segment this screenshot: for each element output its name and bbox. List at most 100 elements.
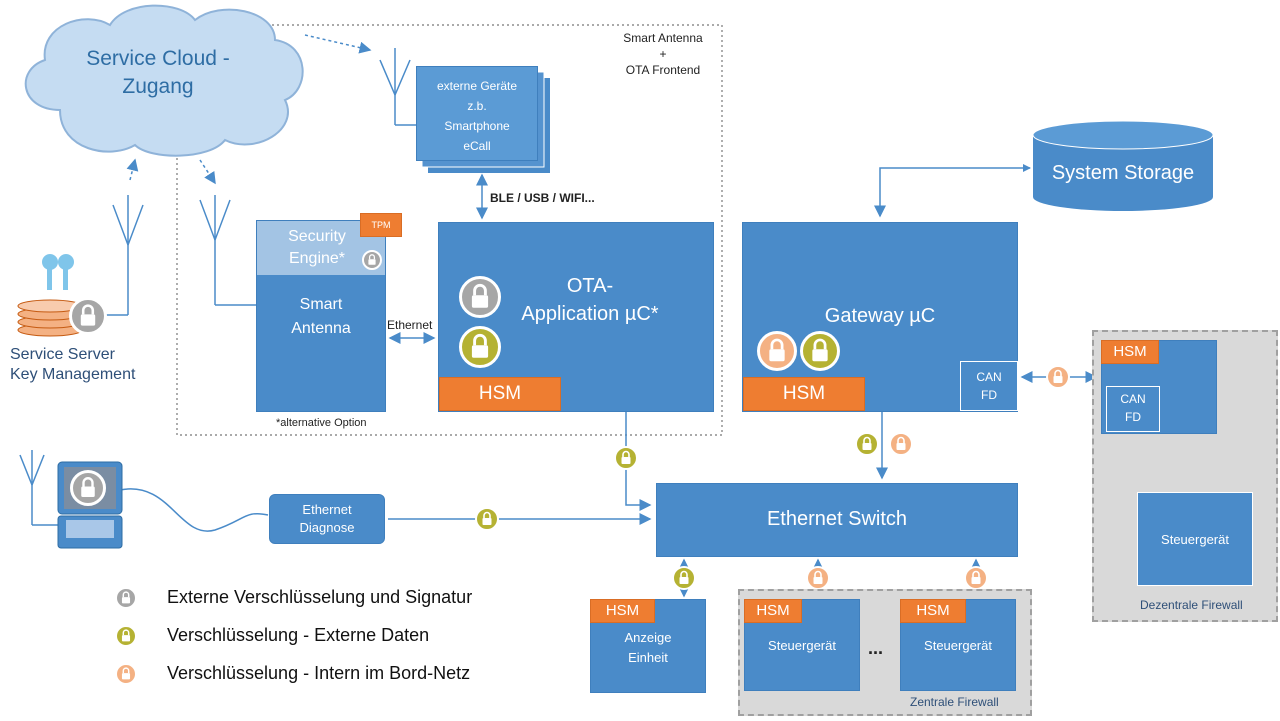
diagnose-label: Ethernet Diagnose — [269, 501, 385, 537]
lock-icon-ecu2-link — [964, 566, 988, 590]
ble-label: BLE / USB / WIFI... — [490, 191, 595, 205]
lock-icon-ota-link — [614, 446, 638, 470]
security-engine-label: Security Engine* — [262, 226, 372, 270]
ota-switch-arrow — [625, 412, 652, 511]
zentral-dots: ... — [868, 638, 884, 658]
lock-icon-canfd — [1046, 365, 1070, 389]
lock-icon-server — [69, 297, 107, 335]
external-devices-box — [416, 66, 538, 161]
cloud-arrow-to-antenna — [199, 159, 216, 185]
lock-icon-gw-link-data — [855, 432, 879, 456]
key-icon — [42, 254, 74, 290]
padlock-glyph — [621, 450, 631, 464]
smart-line-1: Smart — [299, 296, 343, 313]
zentral-ecu1-label: Steuergerät — [768, 638, 836, 653]
external-devices-label: externe Geräte z.b. Smartphone eCall — [416, 76, 538, 156]
system-storage-label: System Storage — [1051, 162, 1195, 184]
devices-line-3: Smartphone — [444, 119, 510, 133]
diagnose-line-2: Diagnose — [299, 520, 355, 535]
gateway-can-line-1: CAN — [976, 370, 1002, 384]
gateway-label: Gateway µC — [824, 305, 936, 327]
smart-line-2: Antenna — [291, 320, 351, 337]
lock-icon-gateway-internal — [757, 331, 797, 371]
server-label: Service Server Key Management — [10, 345, 135, 385]
frontend-label: Smart Antenna + OTA Frontend — [608, 30, 718, 78]
lock-icon-anzeige-link — [672, 566, 696, 590]
padlock-glyph — [80, 304, 96, 326]
legend-item-internal: Verschlüsselung - Intern im Bord-Netz — [115, 661, 595, 687]
antenna-icon-devices — [379, 48, 430, 126]
lock-icon-ecu1-link — [806, 566, 830, 590]
legend-lock-external-icon — [115, 587, 137, 609]
padlock-glyph — [862, 436, 872, 450]
padlock-glyph — [81, 477, 95, 497]
cloud-shape — [24, 4, 304, 157]
frontend-line-1: Smart Antenna — [623, 31, 703, 45]
zentral-hsm-1: HSM — [744, 599, 802, 623]
antenna-icon-laptop — [19, 450, 62, 526]
padlock-glyph — [679, 570, 689, 584]
security-line-1: Security — [288, 228, 346, 245]
dezentral-ecu-label: Steuergerät — [1161, 532, 1229, 547]
cloud-line-1: Service Cloud - — [86, 47, 230, 70]
lock-icon-ota-data — [459, 326, 501, 368]
zentral-hsm-2: HSM — [900, 599, 966, 623]
legend-label-internal: Verschlüsselung - Intern im Bord-Netz — [167, 663, 471, 683]
dezentral-can-line-2: FD — [1125, 410, 1141, 424]
security-line-2: Engine* — [288, 250, 346, 267]
ethernet-switch-box — [656, 483, 1018, 557]
gateway-canfd-label: CAN FD — [960, 368, 1018, 404]
frontend-line-3: OTA Frontend — [625, 63, 701, 77]
legend-label-external: Externe Verschlüsselung und Signatur — [167, 587, 473, 607]
padlock-glyph — [1053, 369, 1063, 383]
diagnose-cable — [119, 488, 269, 532]
padlock-glyph — [812, 338, 828, 362]
devices-line-2: z.b. — [467, 99, 487, 113]
frontend-line-2: + — [659, 47, 667, 61]
antenna-icon-server — [105, 195, 144, 316]
ota-line-2: Application µC* — [521, 303, 659, 325]
padlock-glyph — [121, 629, 131, 642]
lock-icon-gw-link-internal — [889, 432, 913, 456]
cloud-arrow-to-devices — [304, 34, 372, 54]
lock-icon-security — [362, 250, 382, 270]
padlock-glyph — [121, 591, 131, 604]
padlock-glyph — [482, 511, 492, 525]
cloud-label: Service Cloud - Zugang — [58, 45, 258, 101]
ethernet-switch-label: Ethernet Switch — [766, 508, 908, 530]
antenna-icon-smart — [199, 195, 256, 306]
devices-line-4: eCall — [463, 139, 491, 153]
ota-hsm: HSM — [439, 377, 561, 411]
padlock-glyph — [813, 570, 823, 584]
server-line-1: Service Server — [10, 346, 115, 363]
server-arrow-to-cloud — [126, 158, 139, 181]
padlock-glyph — [896, 436, 906, 450]
server-line-2: Key Management — [10, 366, 136, 383]
padlock-glyph — [769, 338, 785, 362]
dezentral-hsm: HSM — [1101, 340, 1159, 364]
zentral-firewall-label: Zentrale Firewall — [910, 695, 999, 709]
anzeige-hsm: HSM — [590, 599, 655, 623]
zentral-ecu2-label: Steuergerät — [924, 638, 992, 653]
padlock-glyph — [471, 333, 489, 358]
lock-icon-ota-external — [459, 276, 501, 318]
ethernet-label: Ethernet — [387, 318, 433, 332]
storage-arrow — [874, 167, 1030, 218]
ota-line-1: OTA- — [566, 275, 614, 297]
legend-lock-data-icon — [115, 625, 137, 647]
frontend-frame — [176, 24, 723, 436]
legend-lock-internal-icon — [115, 663, 137, 685]
smart-antenna-label: Smart Antenna — [256, 293, 386, 341]
diagnose-line-1: Ethernet — [302, 502, 352, 517]
tpm-badge: TPM — [360, 213, 402, 237]
gateway-canfd-box — [960, 361, 1018, 411]
legend-item-data: Verschlüsselung - Externe Daten — [115, 623, 595, 649]
ota-label: OTA- Application µC* — [480, 272, 700, 328]
alt-option-label: *alternative Option — [276, 417, 367, 429]
anzeige-line-2: Einheit — [628, 650, 668, 665]
devices-line-1: externe Geräte — [436, 79, 518, 93]
padlock-glyph — [471, 283, 489, 308]
legend-item-external: Externe Verschlüsselung und Signatur — [115, 585, 595, 611]
gateway-can-line-2: FD — [981, 388, 997, 402]
server-stack-icon — [17, 299, 83, 337]
